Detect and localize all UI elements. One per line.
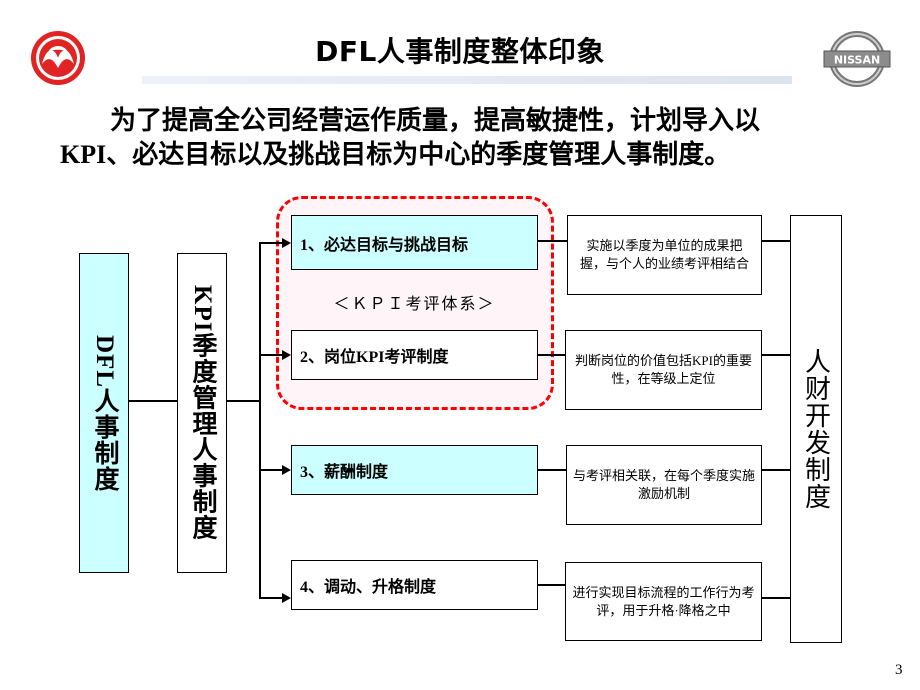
connector-to-item-4 bbox=[259, 597, 282, 599]
intro-line-2: KPI、必达目标以及挑战目标为中心的季度管理人事制度。 bbox=[60, 140, 731, 169]
nissan-logo-text: NISSAN bbox=[834, 54, 880, 67]
description-2-text: 判断岗位的价值包括KPI的重要性，在等级上定位 bbox=[575, 353, 752, 386]
page-title: DFL人事制度整体印象 bbox=[315, 35, 605, 68]
arrow-to-item-4-icon bbox=[282, 593, 291, 603]
item-3-label: 3、薪酬制度 bbox=[300, 464, 389, 481]
root-box-dfl-hr-system: DFL人事制度 bbox=[79, 253, 129, 573]
arrow-to-item-2-icon bbox=[282, 350, 291, 360]
dongfeng-logo-icon bbox=[31, 31, 85, 85]
item-box-4: 4、调动、升格制度 bbox=[291, 560, 538, 610]
connector-item3-desc3 bbox=[538, 469, 566, 471]
nissan-logo-icon: NISSAN bbox=[823, 31, 891, 87]
item-box-3: 3、薪酬制度 bbox=[291, 445, 538, 495]
item-1-label: 1、必达目标与挑战目标 bbox=[300, 236, 469, 254]
connector-desc4-right bbox=[762, 597, 790, 599]
arrow-to-item-3-icon bbox=[282, 465, 291, 475]
description-3-text: 与考评相关联，在每个季度实施激励机制 bbox=[573, 468, 756, 501]
description-box-1: 实施以季度为单位的成果把握，与个人的业绩考评相结合 bbox=[567, 215, 762, 295]
connector-desc2-right bbox=[762, 354, 790, 356]
connector-item1-desc1 bbox=[538, 240, 567, 242]
description-4-text: 进行实现目标流程的工作行为考评，用于升格·降格之中 bbox=[572, 584, 755, 618]
description-box-2: 判断岗位的价值包括KPI的重要性，在等级上定位 bbox=[565, 330, 762, 410]
arrow-to-item-1-icon bbox=[282, 238, 291, 248]
branch-box-kpi-quarterly: KPI季度管理人事制度 bbox=[177, 253, 227, 573]
item-4-label: 4、调动、升格制度 bbox=[300, 579, 437, 596]
title-underline-bar bbox=[142, 76, 792, 84]
connector-to-item-3 bbox=[259, 469, 282, 471]
page-number: 3 bbox=[895, 662, 903, 678]
connector-desc3-right bbox=[762, 469, 790, 471]
connector-to-item-2 bbox=[259, 354, 282, 356]
branch-box-label: KPI季度管理人事制度 bbox=[189, 285, 216, 541]
connector-item2-desc2 bbox=[538, 354, 565, 356]
kpi-system-label: ＜ＫＰＩ考评体系＞ bbox=[333, 296, 496, 313]
connector-item4-desc4 bbox=[538, 584, 565, 586]
right-box-label: 人财开发制度 bbox=[801, 348, 831, 510]
root-box-label: DFL人事制度 bbox=[91, 334, 118, 492]
item-box-2: 2、岗位KPI考评制度 bbox=[291, 330, 538, 380]
connector-to-item-1 bbox=[259, 242, 282, 244]
connector-branch-trunk bbox=[227, 400, 260, 402]
description-box-4: 进行实现目标流程的工作行为考评，用于升格·降格之中 bbox=[565, 562, 762, 641]
intro-paragraph: 为了提高全公司经营运作质量，提高敏捷性，计划导入以 KPI、必达目标以及挑战目标… bbox=[60, 104, 900, 172]
item-2-label: 2、岗位KPI考评制度 bbox=[300, 349, 449, 366]
item-box-1: 1、必达目标与挑战目标 bbox=[291, 215, 538, 270]
connector-desc1-right bbox=[762, 240, 790, 242]
intro-line-1: 为了提高全公司经营运作质量，提高敏捷性，计划导入以 bbox=[110, 106, 761, 135]
right-box-talent-development: 人财开发制度 bbox=[790, 215, 842, 643]
description-1-text: 实施以季度为单位的成果把握，与个人的业绩考评相结合 bbox=[579, 238, 749, 271]
description-box-3: 与考评相关联，在每个季度实施激励机制 bbox=[566, 445, 762, 525]
connector-root-branch bbox=[129, 400, 177, 402]
connector-trunk-vertical bbox=[259, 242, 261, 598]
